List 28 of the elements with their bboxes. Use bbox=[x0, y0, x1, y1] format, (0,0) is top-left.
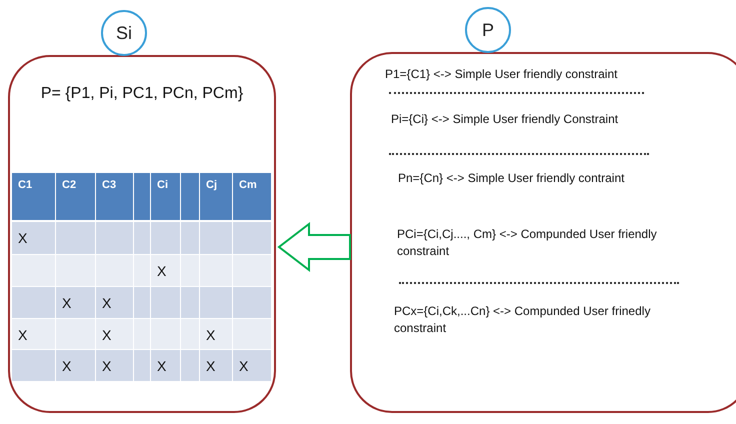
constraint-text: Pi={Ci} <-> Simple User friendly Constraint bbox=[391, 111, 620, 128]
table-cell: X bbox=[151, 350, 180, 381]
label-circle: Si bbox=[101, 10, 147, 56]
table-cell: X bbox=[96, 287, 133, 318]
column-header: Ci bbox=[151, 173, 180, 220]
block-arrow bbox=[277, 222, 351, 272]
table-cell: X bbox=[151, 255, 180, 286]
set-formula: P= {P1, Pi, PC1, PCn, PCm} bbox=[40, 85, 244, 102]
table-cell: X bbox=[96, 350, 133, 381]
constraint-text: PCi={Ci,Cj...., Cm} <-> Compunded User friendly constraint bbox=[397, 226, 658, 260]
label-circle: P bbox=[465, 7, 511, 53]
column-header: Cm bbox=[233, 173, 271, 220]
column-header: C3 bbox=[96, 173, 133, 220]
table-cell: X bbox=[12, 319, 55, 349]
table-cell: X bbox=[56, 287, 95, 318]
table-cell: X bbox=[233, 350, 271, 381]
constraint-text: P1={C1} <-> Simple User friendly constraint bbox=[385, 66, 618, 83]
table-cell: X bbox=[56, 350, 95, 381]
table-cell: X bbox=[200, 350, 232, 381]
table-cell: X bbox=[96, 319, 133, 349]
table-cell: X bbox=[12, 222, 55, 254]
constraint-text: Pn={Cn} <-> Simple User friendly contraint bbox=[398, 170, 626, 187]
column-header: C1 bbox=[12, 173, 55, 220]
column-header: C2 bbox=[56, 173, 95, 220]
rounded-panel bbox=[350, 52, 736, 413]
constraint-text: PCx={Ci,Ck,...Cn} <-> Compunded User frinedly constraint bbox=[394, 303, 652, 337]
column-header: Cj bbox=[200, 173, 232, 220]
table-cell: X bbox=[200, 319, 232, 349]
